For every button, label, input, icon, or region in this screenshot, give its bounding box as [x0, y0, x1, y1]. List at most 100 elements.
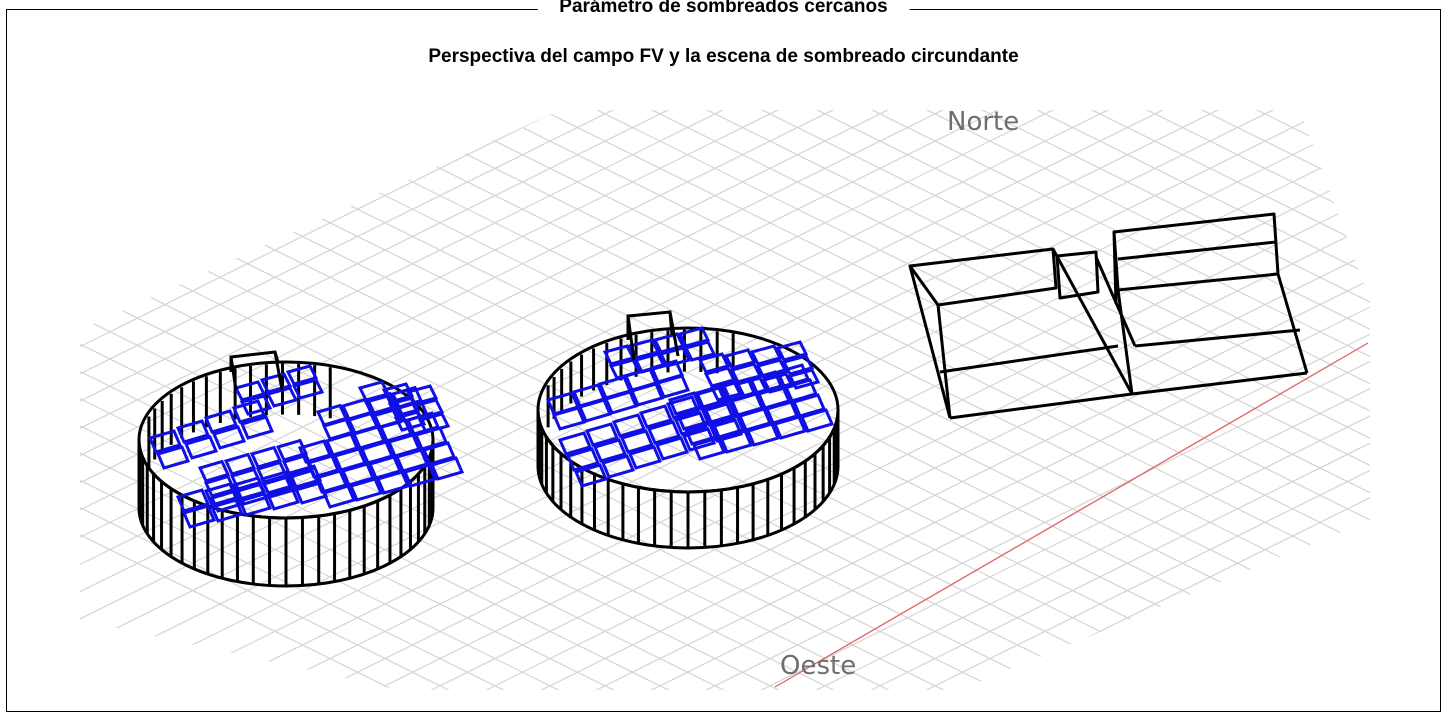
grid-line [814, 110, 1370, 690]
pv-module [764, 400, 800, 425]
pv-module [646, 420, 682, 445]
grid-line [319, 110, 1370, 690]
pv-module [745, 422, 781, 447]
compass-west-label: Oeste [780, 651, 856, 681]
pv-module [683, 340, 717, 362]
pv-module [197, 459, 231, 483]
grid-line [80, 110, 891, 690]
grid-line [80, 110, 341, 690]
grid-line [80, 110, 1370, 690]
pv-module [357, 380, 391, 402]
grid-line [1144, 110, 1370, 690]
grid-line [814, 110, 1370, 690]
pv-module [209, 498, 245, 523]
grid-line [80, 110, 176, 690]
pv-module [702, 399, 738, 424]
panel-title: Parámetro de sombreados cercanos [537, 0, 910, 18]
pv-module [557, 431, 593, 456]
pv-module [231, 399, 267, 424]
pv-module [655, 374, 691, 399]
grid-line [1254, 110, 1370, 690]
grid-line [1144, 110, 1370, 690]
grid-line [1309, 110, 1370, 690]
grid-line [869, 110, 1370, 690]
pv-module [761, 372, 795, 394]
grid-line [80, 110, 781, 690]
grid-line [80, 110, 451, 690]
grid-line [80, 110, 726, 690]
grid-line [924, 110, 1370, 690]
pv-module [321, 484, 357, 509]
grid-line [1364, 110, 1370, 690]
grid-line [374, 110, 1370, 690]
grid-line [80, 110, 1056, 690]
pv-module [577, 398, 613, 423]
grid-line [649, 110, 1370, 690]
grid-line [80, 110, 451, 690]
pv-module [233, 380, 267, 402]
pv-module [735, 376, 769, 398]
pv-module [627, 445, 663, 470]
grid-line [759, 110, 1370, 690]
tank-left [137, 350, 465, 588]
pv-module [787, 368, 821, 390]
tank-left-box [229, 350, 284, 391]
pv-module [393, 410, 427, 432]
pv-module [175, 488, 211, 513]
pv-module [775, 340, 809, 362]
grid-line [80, 110, 1276, 690]
grid-line [704, 110, 1370, 690]
pv-module [359, 440, 395, 465]
building-right-block [1112, 212, 1309, 396]
pv-module [237, 492, 273, 517]
pv-module [313, 469, 349, 494]
grid-line [80, 110, 231, 690]
pv-module [175, 419, 211, 444]
compass-north-label: Norte [947, 107, 1019, 137]
pv-module [147, 429, 183, 454]
pv-module [321, 417, 355, 441]
pv-module [775, 363, 811, 388]
pv-module [203, 474, 237, 498]
pv-module [673, 411, 709, 436]
pv-module [683, 421, 719, 446]
grid-line [80, 110, 1166, 690]
grid-line [80, 110, 1331, 690]
pv-module [638, 404, 674, 429]
grid-line [264, 110, 1370, 690]
building-connector [1055, 250, 1100, 300]
pv-module [584, 422, 620, 447]
grid-line [869, 110, 1370, 690]
pv-module [417, 412, 451, 434]
grid-line [649, 110, 1370, 690]
grid-line [80, 110, 1056, 690]
grid-line [979, 110, 1370, 690]
pv-module [265, 486, 301, 511]
pv-modules-middle [545, 326, 835, 488]
grid-line [1309, 110, 1370, 690]
pv-module [633, 352, 667, 374]
grid-line [80, 110, 506, 690]
west-axis-line [774, 342, 1369, 688]
pv-module [729, 362, 763, 384]
pv-module [709, 380, 743, 402]
buildings [908, 212, 1309, 420]
pv-module [791, 393, 827, 418]
grid-line [484, 110, 1370, 690]
pv-module [386, 433, 422, 458]
grid-line [429, 110, 1370, 690]
pv-module [223, 452, 257, 476]
grid-line [80, 110, 121, 690]
pv-module [229, 467, 263, 491]
grid-line [1420, 0, 1451, 718]
pv-modules-left [147, 364, 465, 529]
pv-module [239, 415, 275, 440]
grid-line [80, 110, 1001, 690]
pv-module [681, 427, 717, 452]
grid-line [1089, 110, 1370, 690]
grid-line [1089, 110, 1370, 690]
grid-line [1420, 0, 1451, 718]
